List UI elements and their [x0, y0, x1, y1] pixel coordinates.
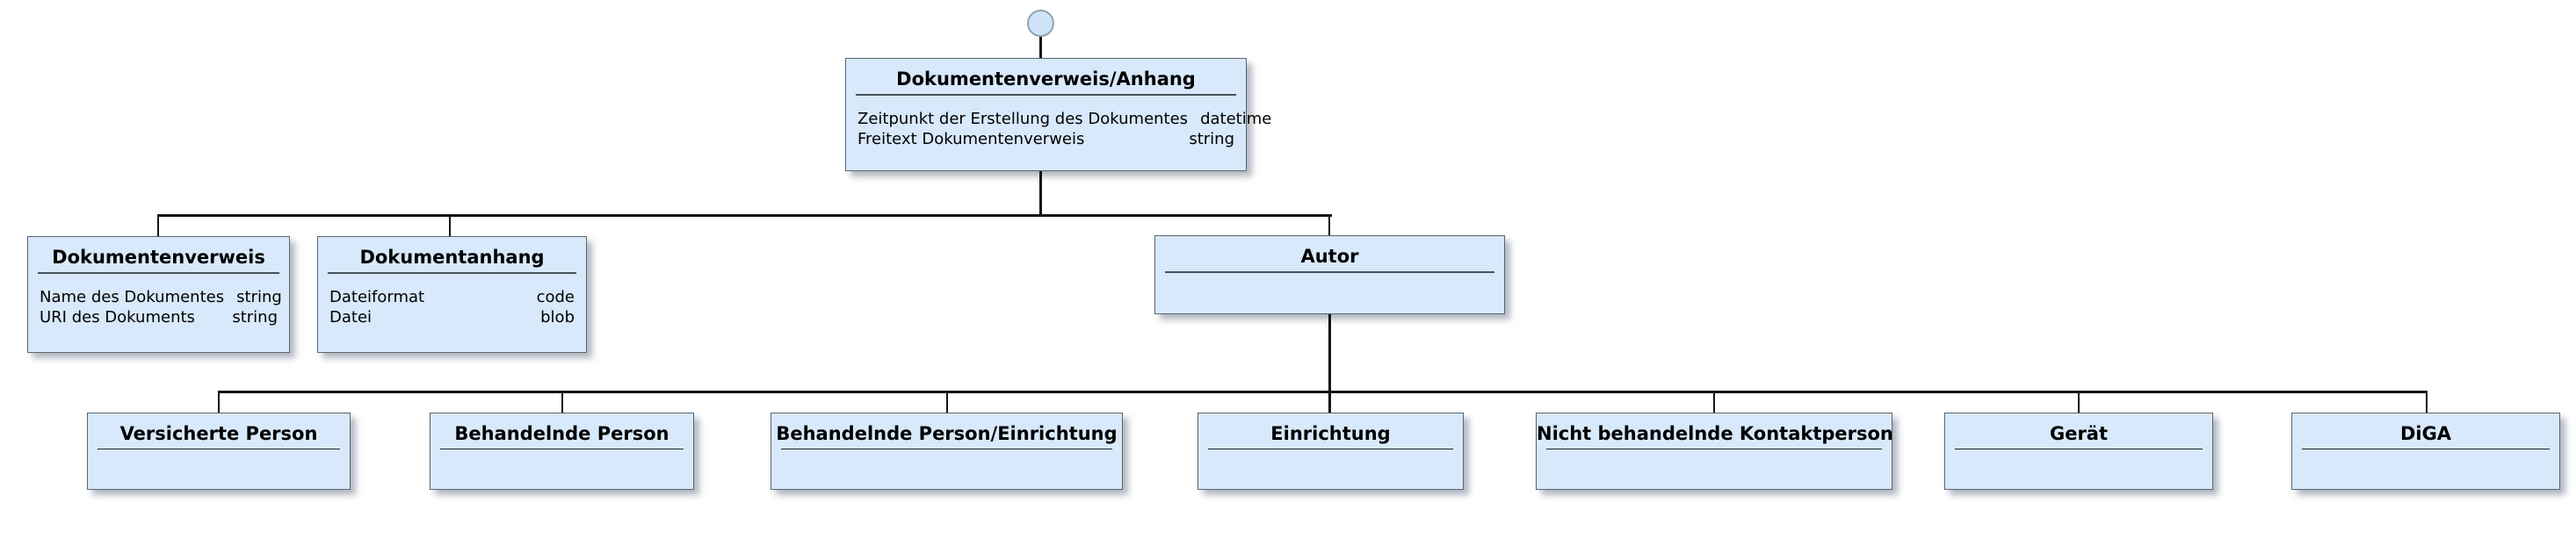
connector-line: [218, 393, 220, 413]
node-attributes: Dateiformat code Datei blob: [318, 274, 586, 327]
connector-line: [1039, 171, 1042, 216]
node-behandelnde-person[interactable]: Behandelnde Person: [430, 413, 694, 490]
attribute-name: Name des Dokumentes: [40, 288, 225, 306]
connector-line: [1328, 314, 1331, 413]
node-separator: [38, 272, 279, 274]
attribute-name: Dateiformat: [329, 288, 425, 306]
attribute-row: Name des Dokumentes string: [40, 287, 282, 307]
connector-line: [561, 393, 563, 413]
node-attributes: Name des Dokumentes string URI des Dokum…: [28, 274, 289, 327]
node-einrichtung[interactable]: Einrichtung: [1198, 413, 1464, 490]
attribute-row: Zeitpunkt der Erstellung des Dokumentes …: [857, 109, 1271, 129]
connector-line: [2426, 393, 2428, 413]
attribute-type: datetime: [1200, 110, 1272, 128]
node-title: Versicherte Person: [119, 423, 318, 444]
node-dokumentenverweis[interactable]: Dokumentenverweis Name des Dokumentes st…: [27, 236, 290, 353]
node-title: Autor: [1300, 246, 1359, 267]
node-separator: [856, 94, 1236, 96]
connector-line: [157, 216, 159, 236]
node-title: Dokumentanhang: [359, 247, 545, 268]
node-attributes: Zeitpunkt der Erstellung des Dokumentes …: [846, 96, 1271, 149]
node-title: Nicht behandelnde Kontaktperson: [1537, 423, 1892, 444]
node-separator: [328, 272, 576, 274]
connector-line: [2078, 393, 2080, 413]
node-behandelnde-person-einrichtung[interactable]: Behandelnde Person/Einrichtung: [771, 413, 1123, 490]
node-dokumentanhang[interactable]: Dokumentanhang Dateiformat code Datei bl…: [317, 236, 587, 353]
attribute-row: URI des Dokuments string: [40, 307, 278, 327]
attribute-type: code: [536, 288, 575, 306]
node-title: DiGA: [2399, 423, 2452, 444]
attribute-type: string: [236, 288, 282, 306]
connector-line: [157, 214, 1332, 217]
attribute-type: string: [232, 308, 278, 327]
attribute-row: Freitext Dokumentenverweis string: [857, 129, 1234, 149]
node-separator: [1165, 271, 1494, 273]
node-title: Behandelnde Person: [454, 423, 669, 444]
attribute-row: Datei blob: [329, 307, 575, 327]
root-anchor-circle: [1027, 10, 1054, 37]
connector-line: [1039, 37, 1042, 59]
attribute-name: Zeitpunkt der Erstellung des Dokumentes: [857, 110, 1189, 128]
node-attributes: [1155, 273, 1504, 286]
connector-line: [946, 393, 948, 413]
attribute-name: Freitext Dokumentenverweis: [857, 130, 1085, 148]
connector-line: [1713, 393, 1715, 413]
node-title: Gerät: [2049, 423, 2109, 444]
node-title: Einrichtung: [1270, 423, 1391, 444]
node-title: Behandelnde Person/Einrichtung: [776, 423, 1118, 444]
node-dokumentenverweis-anhang[interactable]: Dokumentenverweis/Anhang Zeitpunkt der E…: [845, 58, 1271, 171]
attribute-name: Datei: [329, 308, 373, 327]
attribute-row: Dateiformat code: [329, 287, 575, 307]
node-title: Dokumentenverweis: [52, 247, 265, 268]
node-autor[interactable]: Autor: [1154, 235, 1505, 314]
node-versicherte-person[interactable]: Versicherte Person: [87, 413, 351, 490]
node-diga[interactable]: DiGA: [2291, 413, 2560, 490]
node-geraet[interactable]: Gerät: [1944, 413, 2213, 490]
connector-line: [1328, 216, 1330, 235]
node-title: Dokumentenverweis/Anhang: [896, 68, 1196, 90]
connector-line: [449, 216, 451, 236]
attribute-type: blob: [540, 308, 575, 327]
node-nicht-behandelnde-kontaktperson[interactable]: Nicht behandelnde Kontaktperson: [1536, 413, 1892, 490]
attribute-name: URI des Dokuments: [40, 308, 195, 327]
attribute-type: string: [1189, 130, 1234, 148]
connector-line: [218, 391, 2428, 393]
